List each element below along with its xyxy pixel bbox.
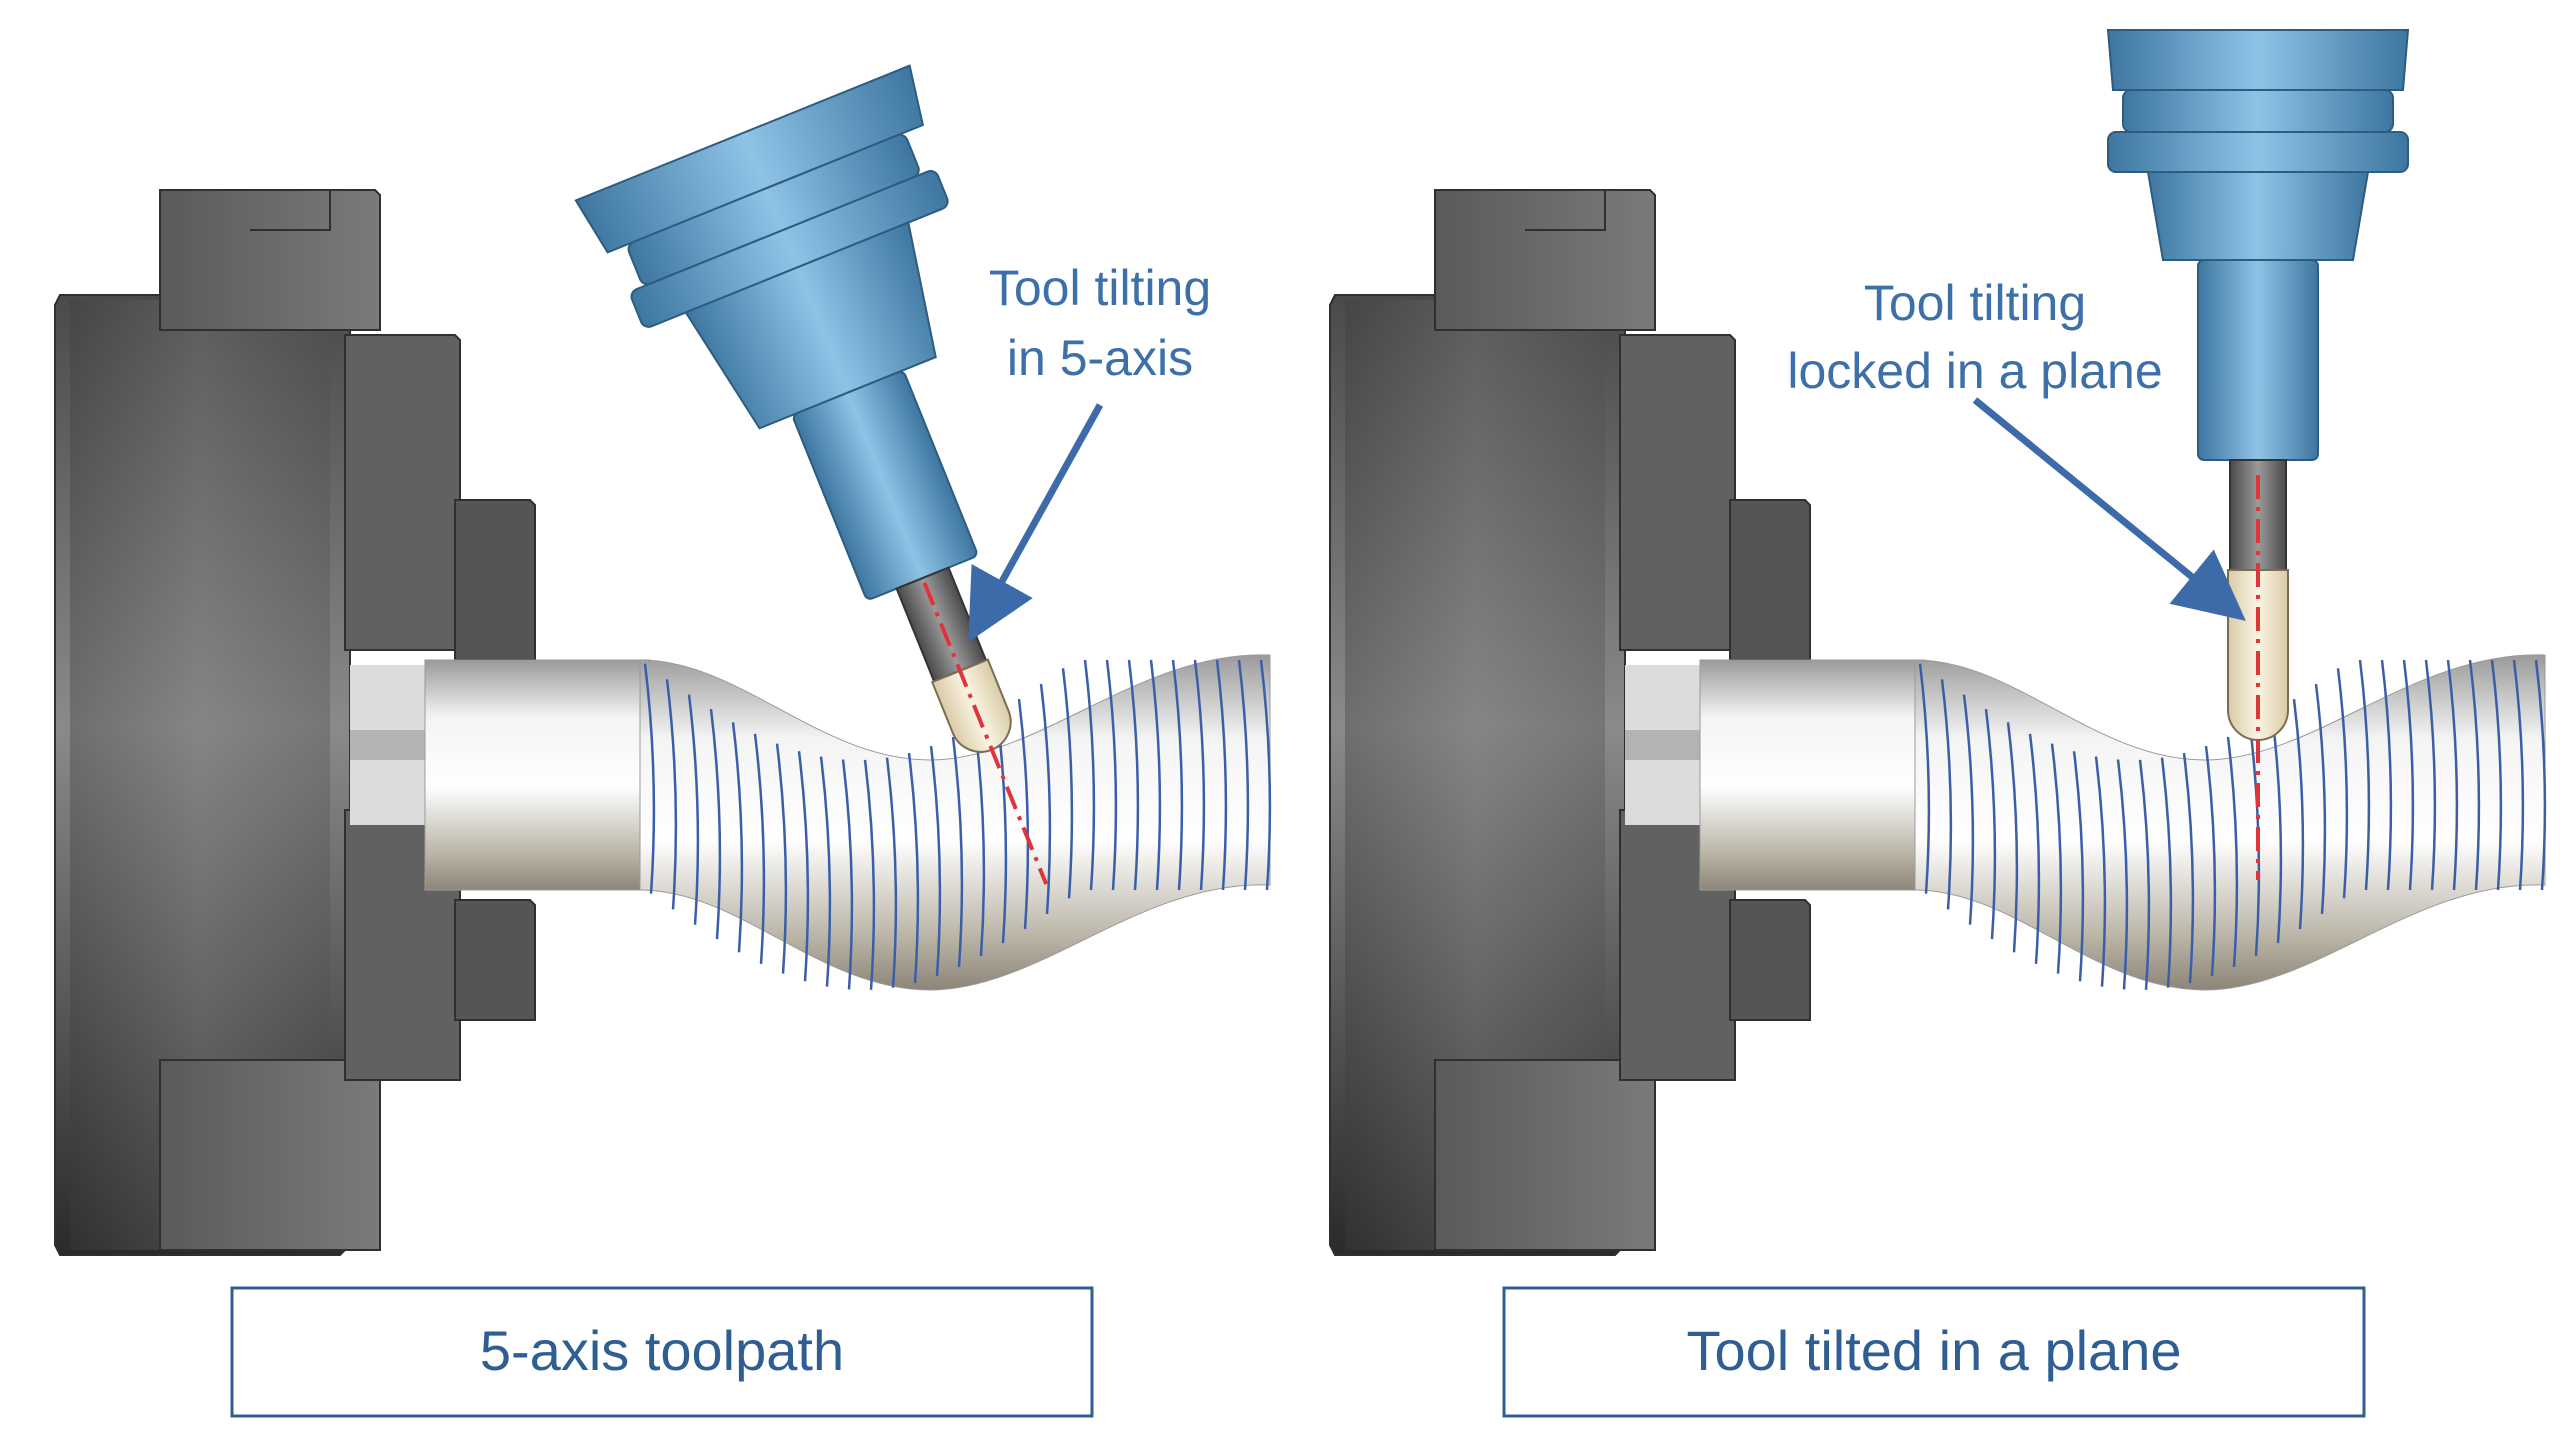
toolpath-line — [1149, 659, 1162, 891]
toolpath-line — [2006, 722, 2019, 953]
toolpath-line — [2160, 757, 2173, 988]
toolpath-line — [1083, 659, 1096, 891]
toolpath-lines-left — [643, 659, 1272, 990]
toolpath-line — [775, 743, 788, 974]
panel-5-axis: Tool tilting in 5-axis 5-axis toolpath — [54, 64, 1272, 1418]
toolpath-line — [1171, 659, 1184, 891]
toolpath-line — [2358, 659, 2371, 891]
toolpath-line — [2446, 659, 2459, 891]
toolpath-line — [973, 725, 986, 956]
toolpath-line — [2072, 751, 2085, 982]
toolpath-line — [2094, 756, 2107, 987]
toolpath-line — [1940, 679, 1953, 910]
toolpath-line — [1017, 698, 1030, 930]
toolpath-line — [2380, 659, 2393, 891]
callout-line-2-left: in 5-axis — [1007, 330, 1193, 386]
toolpath-line — [863, 759, 876, 990]
vertical-tool — [2106, 29, 2410, 880]
toolpath-line — [1193, 659, 1206, 891]
toolpath-line — [1039, 683, 1052, 915]
toolpath-line — [885, 757, 898, 988]
toolpath-lines-right — [1918, 659, 2547, 990]
panel-tilted-plane: Tool tilting locked in a plane Tool tilt… — [1329, 29, 2547, 1418]
toolpath-line — [951, 736, 964, 968]
toolpath-line — [1962, 694, 1975, 925]
toolpath-line — [2512, 659, 2525, 891]
callout-arrow-left — [968, 403, 1104, 643]
toolpath-line — [1984, 708, 1997, 940]
toolpath-line — [907, 752, 920, 984]
tool-axis-line-left — [922, 581, 1049, 885]
caption-right: Tool tilted in a plane — [1686, 1319, 2181, 1382]
toolpath-line — [797, 751, 810, 982]
toolpath-line — [2292, 698, 2305, 930]
caption-left: 5-axis toolpath — [480, 1319, 844, 1382]
toolpath-line — [709, 708, 722, 940]
toolpath-line — [665, 679, 678, 910]
toolpath-line — [1237, 659, 1250, 891]
toolpath-line — [1061, 668, 1074, 899]
toolpath-line — [929, 745, 942, 977]
toolpath-line — [2534, 659, 2547, 891]
caption-box-right — [1502, 1286, 2366, 1418]
toolpath-line — [841, 759, 854, 990]
toolpath-line — [2050, 743, 2063, 974]
toolpath-line — [2468, 659, 2481, 891]
toolpath-line — [2116, 759, 2129, 990]
callout-line-1-right: Tool tilting — [1864, 275, 2086, 331]
toolpath-line — [2270, 712, 2283, 944]
tilted-tool — [574, 64, 1049, 885]
toolpath-line — [2424, 659, 2437, 891]
toolpath-line — [1105, 659, 1118, 891]
toolpath-line — [1215, 659, 1228, 891]
toolpath-line — [2336, 668, 2349, 899]
toolpath-line — [1127, 659, 1140, 891]
toolpath-line — [819, 756, 832, 987]
caption-box-left — [230, 1286, 1094, 1418]
toolpath-line — [731, 722, 744, 953]
toolpath-line — [2402, 659, 2415, 891]
toolpath-line — [2314, 683, 2327, 915]
toolpath-line — [753, 733, 766, 964]
toolpath-line — [2490, 659, 2503, 891]
callout-arrow-right — [1972, 397, 2246, 621]
callout-line-2-right: locked in a plane — [1787, 343, 2162, 399]
toolpath-line — [2182, 752, 2195, 984]
toolpath-line — [2204, 745, 2217, 977]
callout-line-1-left: Tool tilting — [989, 260, 1211, 316]
toolpath-line — [1918, 663, 1931, 894]
toolpath-line — [1259, 659, 1272, 891]
toolpath-line — [643, 663, 656, 894]
toolpath-line — [2138, 759, 2151, 990]
toolpath-line — [2226, 736, 2239, 968]
toolpath-line — [2028, 733, 2041, 964]
toolpath-line — [687, 694, 700, 925]
